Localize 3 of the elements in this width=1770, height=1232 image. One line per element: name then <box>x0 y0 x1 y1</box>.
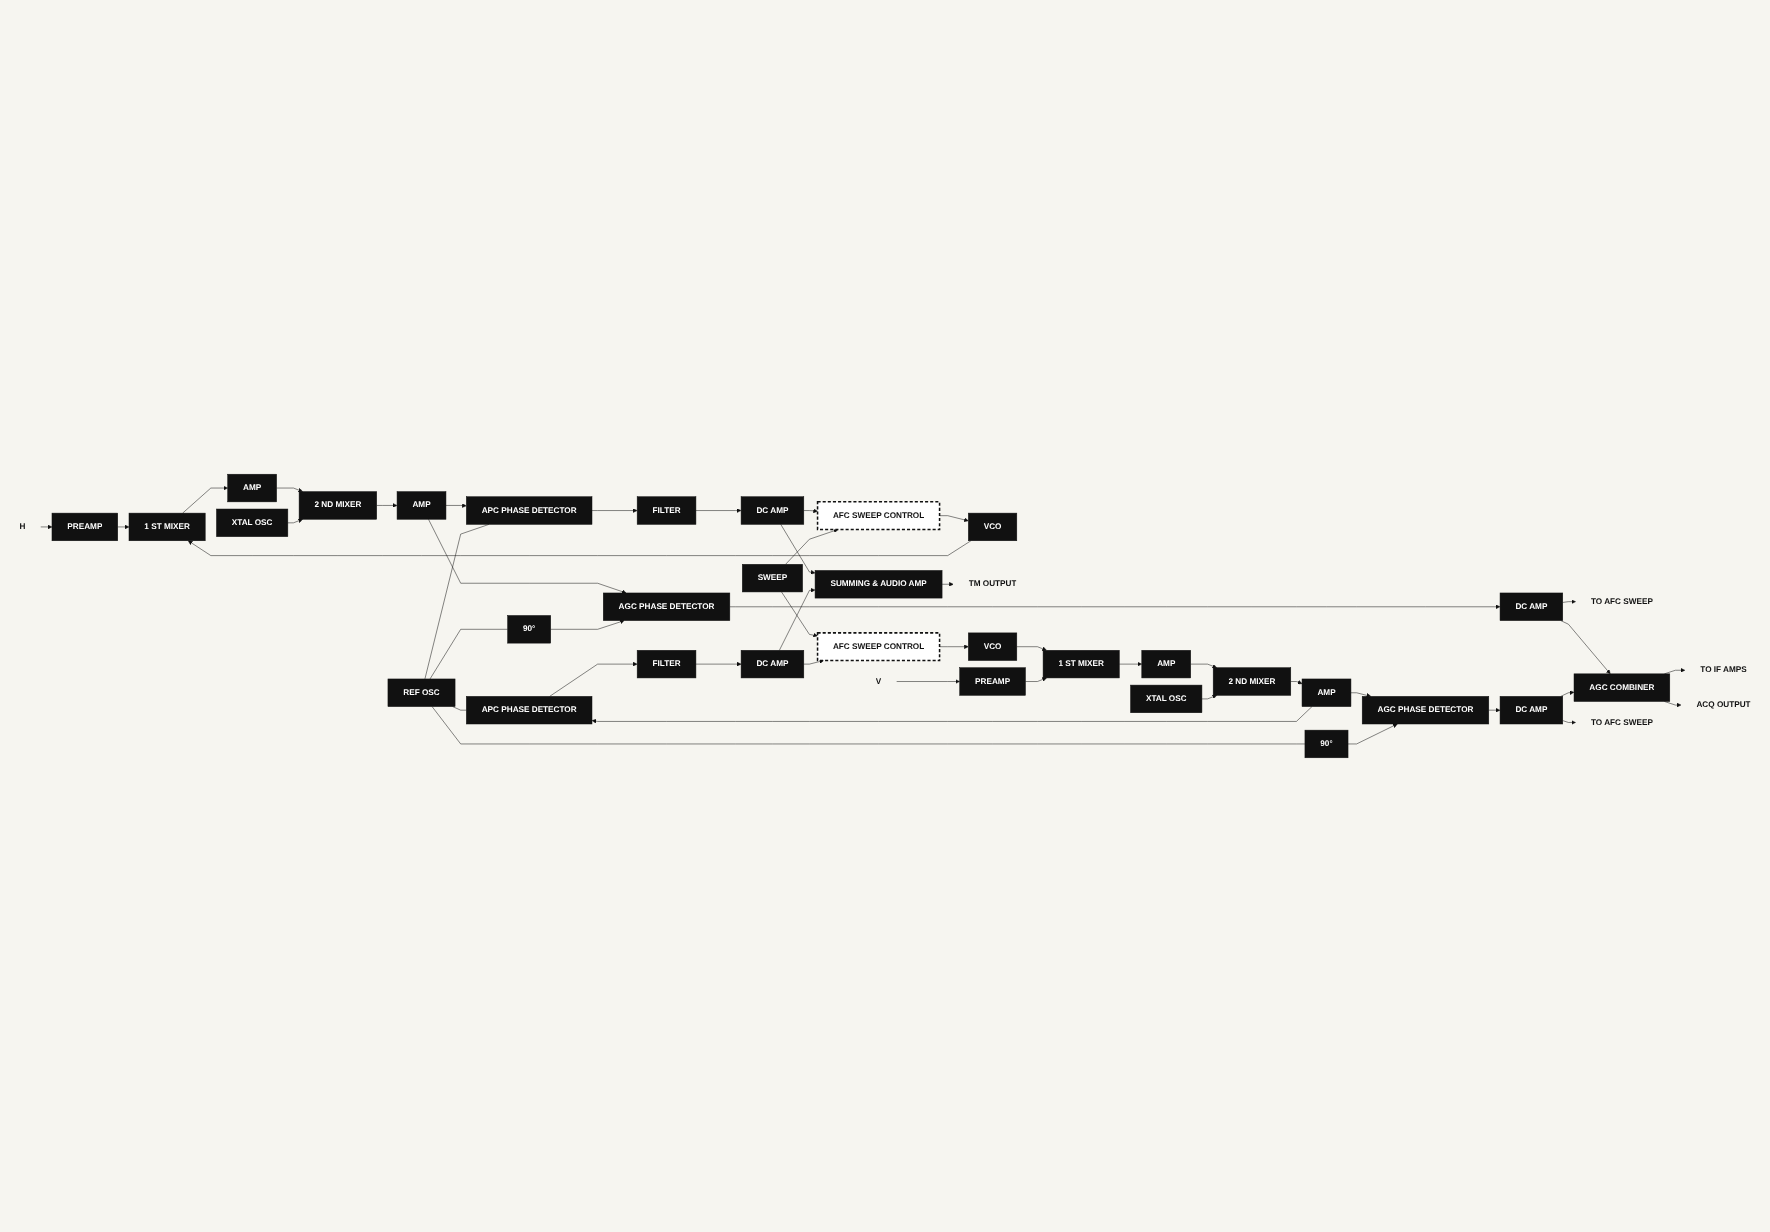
connector <box>452 706 467 711</box>
connector <box>431 706 1306 745</box>
connector <box>424 524 490 680</box>
